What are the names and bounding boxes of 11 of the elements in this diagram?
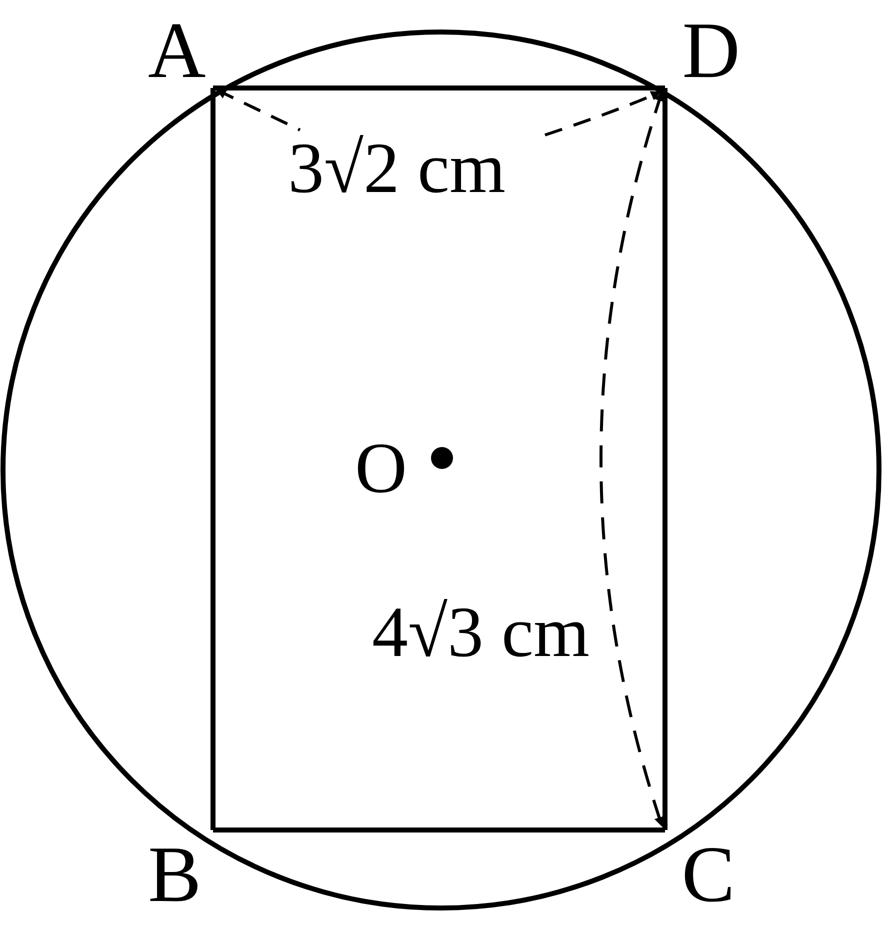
rectangle-side [210, 88, 216, 830]
vertex-label: C [665, 830, 735, 908]
dimension-text: 3√2 cm [288, 132, 506, 204]
rectangle-side [662, 88, 668, 830]
rectangle-side [213, 828, 665, 832]
vertex-label: D [665, 18, 740, 88]
dimension-text: 4√3 cm [372, 596, 590, 668]
vertex-label: A [148, 18, 213, 88]
rectangle-side [213, 86, 665, 90]
center-label: O [355, 432, 407, 504]
vertex-label: B [148, 830, 213, 908]
